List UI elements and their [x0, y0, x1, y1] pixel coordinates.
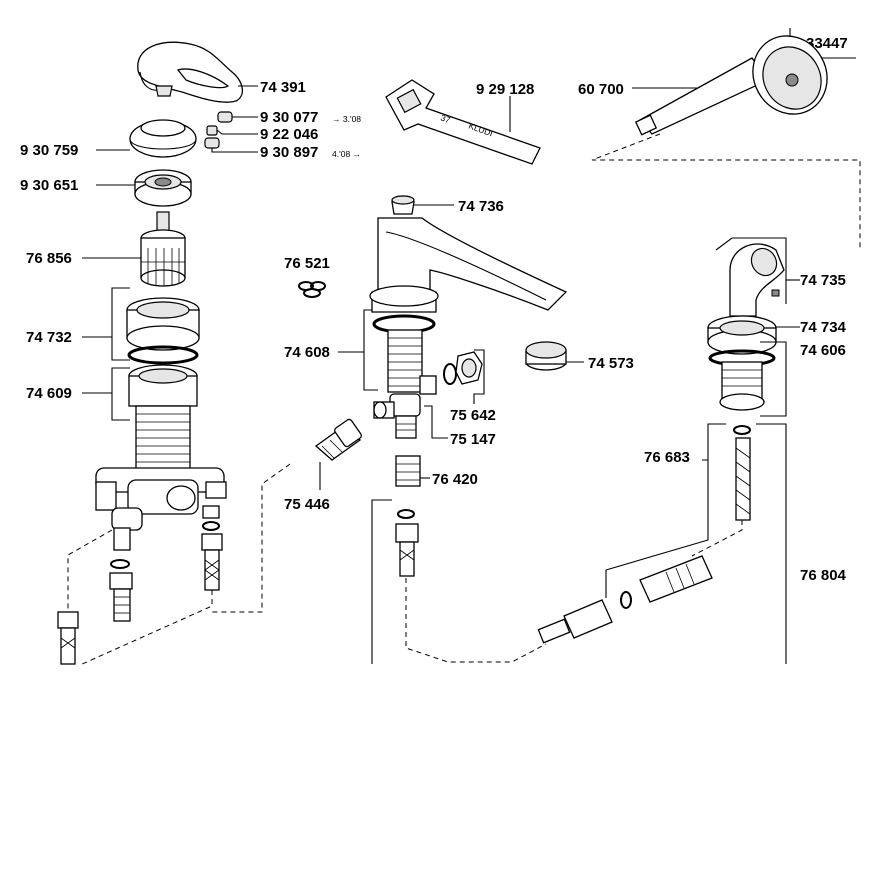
label-connector-nut: 75 642: [450, 407, 496, 424]
nipple-part[interactable]: [395, 455, 421, 487]
shower-body-part[interactable]: [708, 349, 776, 411]
cartridge-part[interactable]: [140, 211, 186, 287]
sleeve-part[interactable]: [126, 297, 200, 365]
seal-set-part[interactable]: [298, 281, 326, 298]
label-hand-shower: 60 700: [578, 81, 624, 98]
label-key-tool: 9 29 128: [476, 81, 534, 98]
label-tee-piece: 75 147: [450, 431, 496, 448]
center-lower-fittings: [395, 509, 419, 577]
label-screw-b: 9 22 046: [260, 126, 318, 143]
hose-set-parts[interactable]: [537, 555, 713, 644]
label-retaining-nut: 9 30 651: [20, 177, 78, 194]
label-spout-knob: 74 736: [458, 198, 504, 215]
connector-nut-part[interactable]: [443, 351, 483, 385]
label-hose-set: 76 804: [800, 567, 847, 584]
tee-piece-part[interactable]: [373, 375, 437, 439]
mixer-body-part[interactable]: [95, 364, 227, 551]
label-lever-handle: 74 391: [260, 79, 306, 96]
screw-part-c[interactable]: [204, 137, 258, 153]
label-rosette: 74 734: [800, 319, 847, 336]
note-screw-c: 4.'08 →: [332, 149, 361, 159]
label-cartridge: 76 856: [26, 250, 72, 267]
screw-part-b[interactable]: [206, 125, 258, 136]
rosette-part[interactable]: [707, 315, 777, 355]
label-shower-body: 74 606: [800, 342, 846, 359]
hose-guide-part[interactable]: [733, 425, 751, 521]
left-supply-fittings: [57, 505, 223, 665]
lever-handle-part[interactable]: [137, 41, 243, 103]
label-mixer-body: 74 609: [26, 385, 72, 402]
label-cover-cap: 9 30 759: [20, 142, 78, 159]
label-spout-stem: 74 608: [284, 344, 330, 361]
aerator-part[interactable]: [525, 341, 567, 371]
tool-number-text: 37: [439, 112, 452, 125]
label-sleeve: 74 732: [26, 329, 72, 346]
hose-elbow-part[interactable]: [729, 243, 785, 317]
drawing-number: 33447: [806, 35, 848, 52]
connection-hose-part[interactable]: [314, 418, 363, 461]
cover-cap-part[interactable]: [129, 119, 197, 158]
label-aerator: 74 573: [588, 355, 634, 372]
label-nipple: 76 420: [432, 471, 478, 488]
label-hose-guide: 76 683: [644, 449, 690, 466]
retaining-nut-part[interactable]: [134, 169, 192, 207]
label-hose-elbow: 74 735: [800, 272, 846, 289]
spout-body-part[interactable]: [369, 217, 568, 313]
spout-stem-part[interactable]: [372, 314, 436, 393]
label-seal-set: 76 521: [284, 255, 330, 272]
screw-part-a[interactable]: [217, 111, 258, 123]
hand-shower-part[interactable]: [634, 22, 841, 136]
part-labels: 74 391 9 30 077 → 3.'08 9 22 046 9 30 89…: [20, 79, 847, 584]
label-screw-a: 9 30 077: [260, 109, 318, 126]
spout-knob-part[interactable]: [391, 195, 415, 215]
label-screw-c: 9 30 897: [260, 144, 318, 161]
key-tool-part[interactable]: 37 KLUDI: [385, 79, 541, 165]
label-connection-hose: 75 446: [284, 496, 330, 513]
note-screw-a: → 3.'08: [332, 114, 361, 124]
